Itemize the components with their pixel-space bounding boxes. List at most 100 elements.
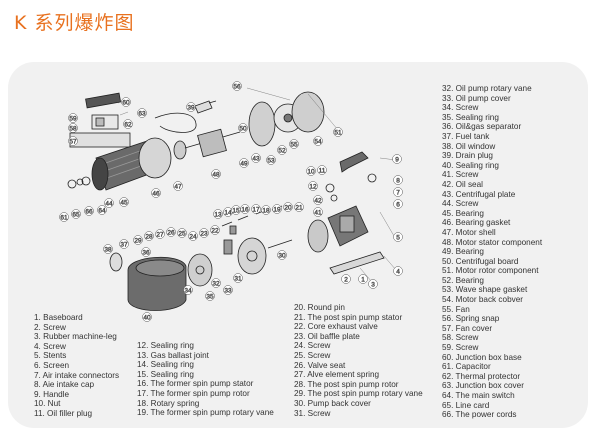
svg-text:10: 10	[307, 168, 315, 175]
svg-text:28: 28	[145, 233, 153, 240]
legend-item: 4. Screw	[34, 341, 66, 351]
legend-item: 39. Drain plug	[442, 151, 493, 161]
legend-column-1: 1. Baseboard 2. Screw 3. Rubber machine-…	[34, 313, 119, 419]
motor-rotor	[184, 128, 241, 158]
legend-item: 61. Capacitor	[442, 362, 491, 372]
svg-text:44: 44	[105, 200, 113, 207]
callout-3: 3	[368, 279, 378, 289]
svg-text:35: 35	[206, 293, 214, 300]
svg-text:50: 50	[239, 125, 247, 132]
legend-item: 36. Oil&gas separator	[442, 122, 522, 132]
callout-33: 33	[223, 285, 233, 295]
legend-item: 63. Junction box cover	[442, 381, 524, 391]
legend-column-4: 32. Oil pump rotary vane 33. Oil pump co…	[442, 84, 542, 420]
svg-text:46: 46	[152, 190, 160, 197]
legend-item: 64. The main switch	[442, 391, 515, 400]
legend-item: 53. Wave shape gasket	[442, 285, 528, 295]
legend-item: 21. The post spin pump stator	[294, 312, 403, 322]
svg-text:39: 39	[187, 104, 195, 111]
legend-item: 65. Line card	[442, 400, 490, 410]
callout-6: 6	[393, 199, 403, 209]
callout-47: 47	[173, 181, 183, 191]
callout-29: 29	[133, 235, 143, 245]
callout-20: 20	[283, 202, 293, 212]
baseboard	[329, 251, 385, 275]
svg-text:21: 21	[295, 204, 303, 211]
svg-text:7: 7	[396, 189, 400, 196]
fan-cover	[291, 91, 325, 133]
svg-text:55: 55	[290, 141, 298, 148]
legend-item: 48. Motor stator component	[442, 237, 543, 247]
legend-item: 45. Bearing	[442, 208, 484, 218]
callout-66: 66	[84, 206, 94, 216]
callout-31: 31	[233, 273, 243, 283]
svg-text:54: 54	[314, 138, 322, 145]
legend-item: 31. Screw	[294, 408, 331, 418]
svg-text:30: 30	[278, 252, 286, 259]
leader-lines	[117, 87, 397, 283]
callout-18: 18	[261, 205, 271, 215]
legend-item: 60. Junction box base	[442, 352, 522, 362]
legend-item: 12. Sealing ring	[137, 341, 194, 350]
legend-column-3: 20. Round pin 21. The post spin pump sta…	[294, 303, 423, 418]
callout-42: 42	[313, 195, 323, 205]
legend-item: 52. Bearing	[442, 275, 484, 285]
svg-text:29: 29	[134, 237, 142, 244]
legend-item: 10. Nut	[34, 399, 61, 409]
svg-text:17: 17	[252, 206, 260, 213]
callout-14: 14	[223, 207, 233, 217]
legend-item: 47. Motor shell	[442, 227, 496, 237]
svg-text:3: 3	[371, 281, 375, 288]
callout-45: 45	[119, 197, 129, 207]
callout-62: 62	[123, 119, 133, 129]
svg-text:61: 61	[60, 214, 68, 221]
callout-19: 19	[272, 204, 282, 214]
svg-text:33: 33	[224, 287, 232, 294]
svg-text:11: 11	[319, 167, 326, 174]
svg-text:31: 31	[234, 275, 242, 282]
legend-item: 26. Valve seat	[294, 360, 346, 370]
callout-23: 23	[199, 228, 209, 238]
handle	[339, 151, 369, 173]
legend-item: 35. Sealing ring	[442, 112, 499, 122]
oil-seal-parts	[67, 176, 91, 189]
svg-text:43: 43	[252, 155, 260, 162]
legend-item: 20. Round pin	[294, 303, 345, 312]
callout-58: 58	[68, 123, 78, 133]
svg-text:48: 48	[212, 171, 220, 178]
svg-text:4: 4	[396, 268, 400, 275]
legend-item: 11. Oil filler plug	[34, 408, 93, 418]
callout-50: 50	[238, 123, 248, 133]
svg-text:63: 63	[138, 110, 146, 117]
legend-item: 62. Thermal protector	[442, 371, 521, 381]
callout-5: 5	[393, 232, 403, 242]
motor-back-cover	[248, 101, 276, 147]
oil-pump-cover	[307, 219, 329, 253]
legend-item: 34. Screw	[442, 103, 479, 113]
svg-text:64: 64	[98, 207, 106, 214]
svg-text:18: 18	[262, 207, 270, 214]
legend-item: 32. Oil pump rotary vane	[442, 84, 532, 93]
svg-text:56: 56	[233, 83, 241, 90]
oil-window	[109, 252, 123, 272]
callout-40: 40	[142, 312, 152, 322]
legend-item: 24. Screw	[294, 341, 331, 351]
legend-item: 29. The post spin pump rotary vane	[294, 389, 423, 399]
callout-10: 10	[306, 166, 316, 176]
callout-55: 55	[289, 139, 299, 149]
svg-text:65: 65	[72, 211, 80, 218]
junction-box-cover	[85, 92, 122, 109]
callout-markers: 56 60 59 58 63 62 57 39 50 49 43 53 54 5…	[59, 81, 403, 322]
svg-text:58: 58	[69, 125, 77, 132]
svg-text:22: 22	[211, 227, 219, 234]
svg-text:57: 57	[69, 138, 77, 145]
callout-9: 9	[392, 154, 402, 164]
terminal-block	[69, 132, 131, 148]
callout-28: 28	[144, 231, 154, 241]
svg-text:37: 37	[120, 241, 128, 248]
legend-item: 58. Screw	[442, 333, 479, 343]
svg-text:62: 62	[124, 121, 132, 128]
callout-54: 54	[313, 136, 323, 146]
svg-text:2: 2	[344, 276, 348, 283]
callout-22: 22	[210, 225, 220, 235]
